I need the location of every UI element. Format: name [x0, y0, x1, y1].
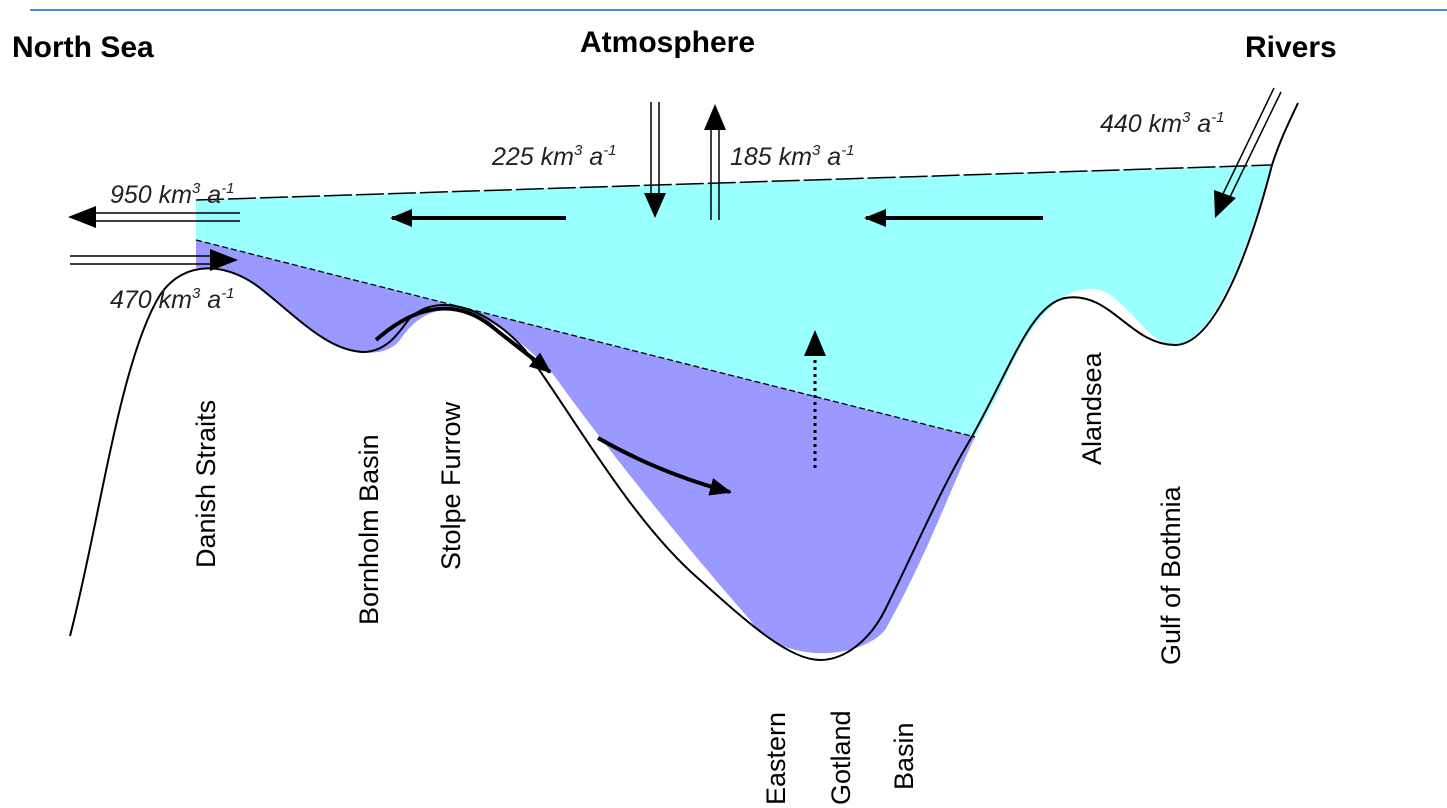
inflow-arrow: [70, 249, 238, 271]
gulf-of-bothnia-label: Gulf of Bothnia: [1156, 485, 1186, 665]
surface-water-layer: [196, 165, 1272, 437]
deep-inflow-arrow-gotland: [597, 436, 732, 496]
precipitation-arrow: [644, 102, 666, 218]
outflow-arrow: [68, 206, 240, 228]
sea-surface-line: [195, 164, 1273, 201]
evaporation-arrow: [704, 104, 726, 220]
north-sea-label: North Sea: [12, 31, 154, 64]
upwelling-arrowhead: [804, 330, 826, 356]
inflow-flux-label: 470 km3 a-1: [110, 285, 235, 314]
gotland-label: Gotland: [826, 710, 856, 805]
halocline-line: [195, 239, 976, 438]
seabed-profile-line: [69, 102, 1299, 662]
rivers-label: Rivers: [1245, 31, 1337, 64]
bornholm-basin-label: Bornholm Basin: [354, 434, 384, 625]
atmosphere-label: Atmosphere: [580, 26, 755, 59]
stolpe-furrow-label: Stolpe Furrow: [436, 401, 466, 570]
outflow-flux-label: 950 km3 a-1: [110, 180, 235, 209]
eastern-label: Eastern: [761, 712, 791, 805]
deep-water-layer: [196, 240, 975, 654]
precipitation-flux-label: 225 km3 a-1: [491, 142, 617, 171]
deep-inflow-arrow-stolpe: [374, 306, 552, 374]
danish-straits-label: Danish Straits: [191, 400, 221, 568]
river-runoff-flux-label: 440 km3 a-1: [1100, 109, 1225, 138]
basin-label: Basin: [889, 722, 919, 790]
river-runoff-arrow: [1214, 87, 1282, 218]
evaporation-flux-label: 185 km3 a-1: [730, 142, 855, 171]
alandsea-label: Alandsea: [1077, 351, 1107, 465]
